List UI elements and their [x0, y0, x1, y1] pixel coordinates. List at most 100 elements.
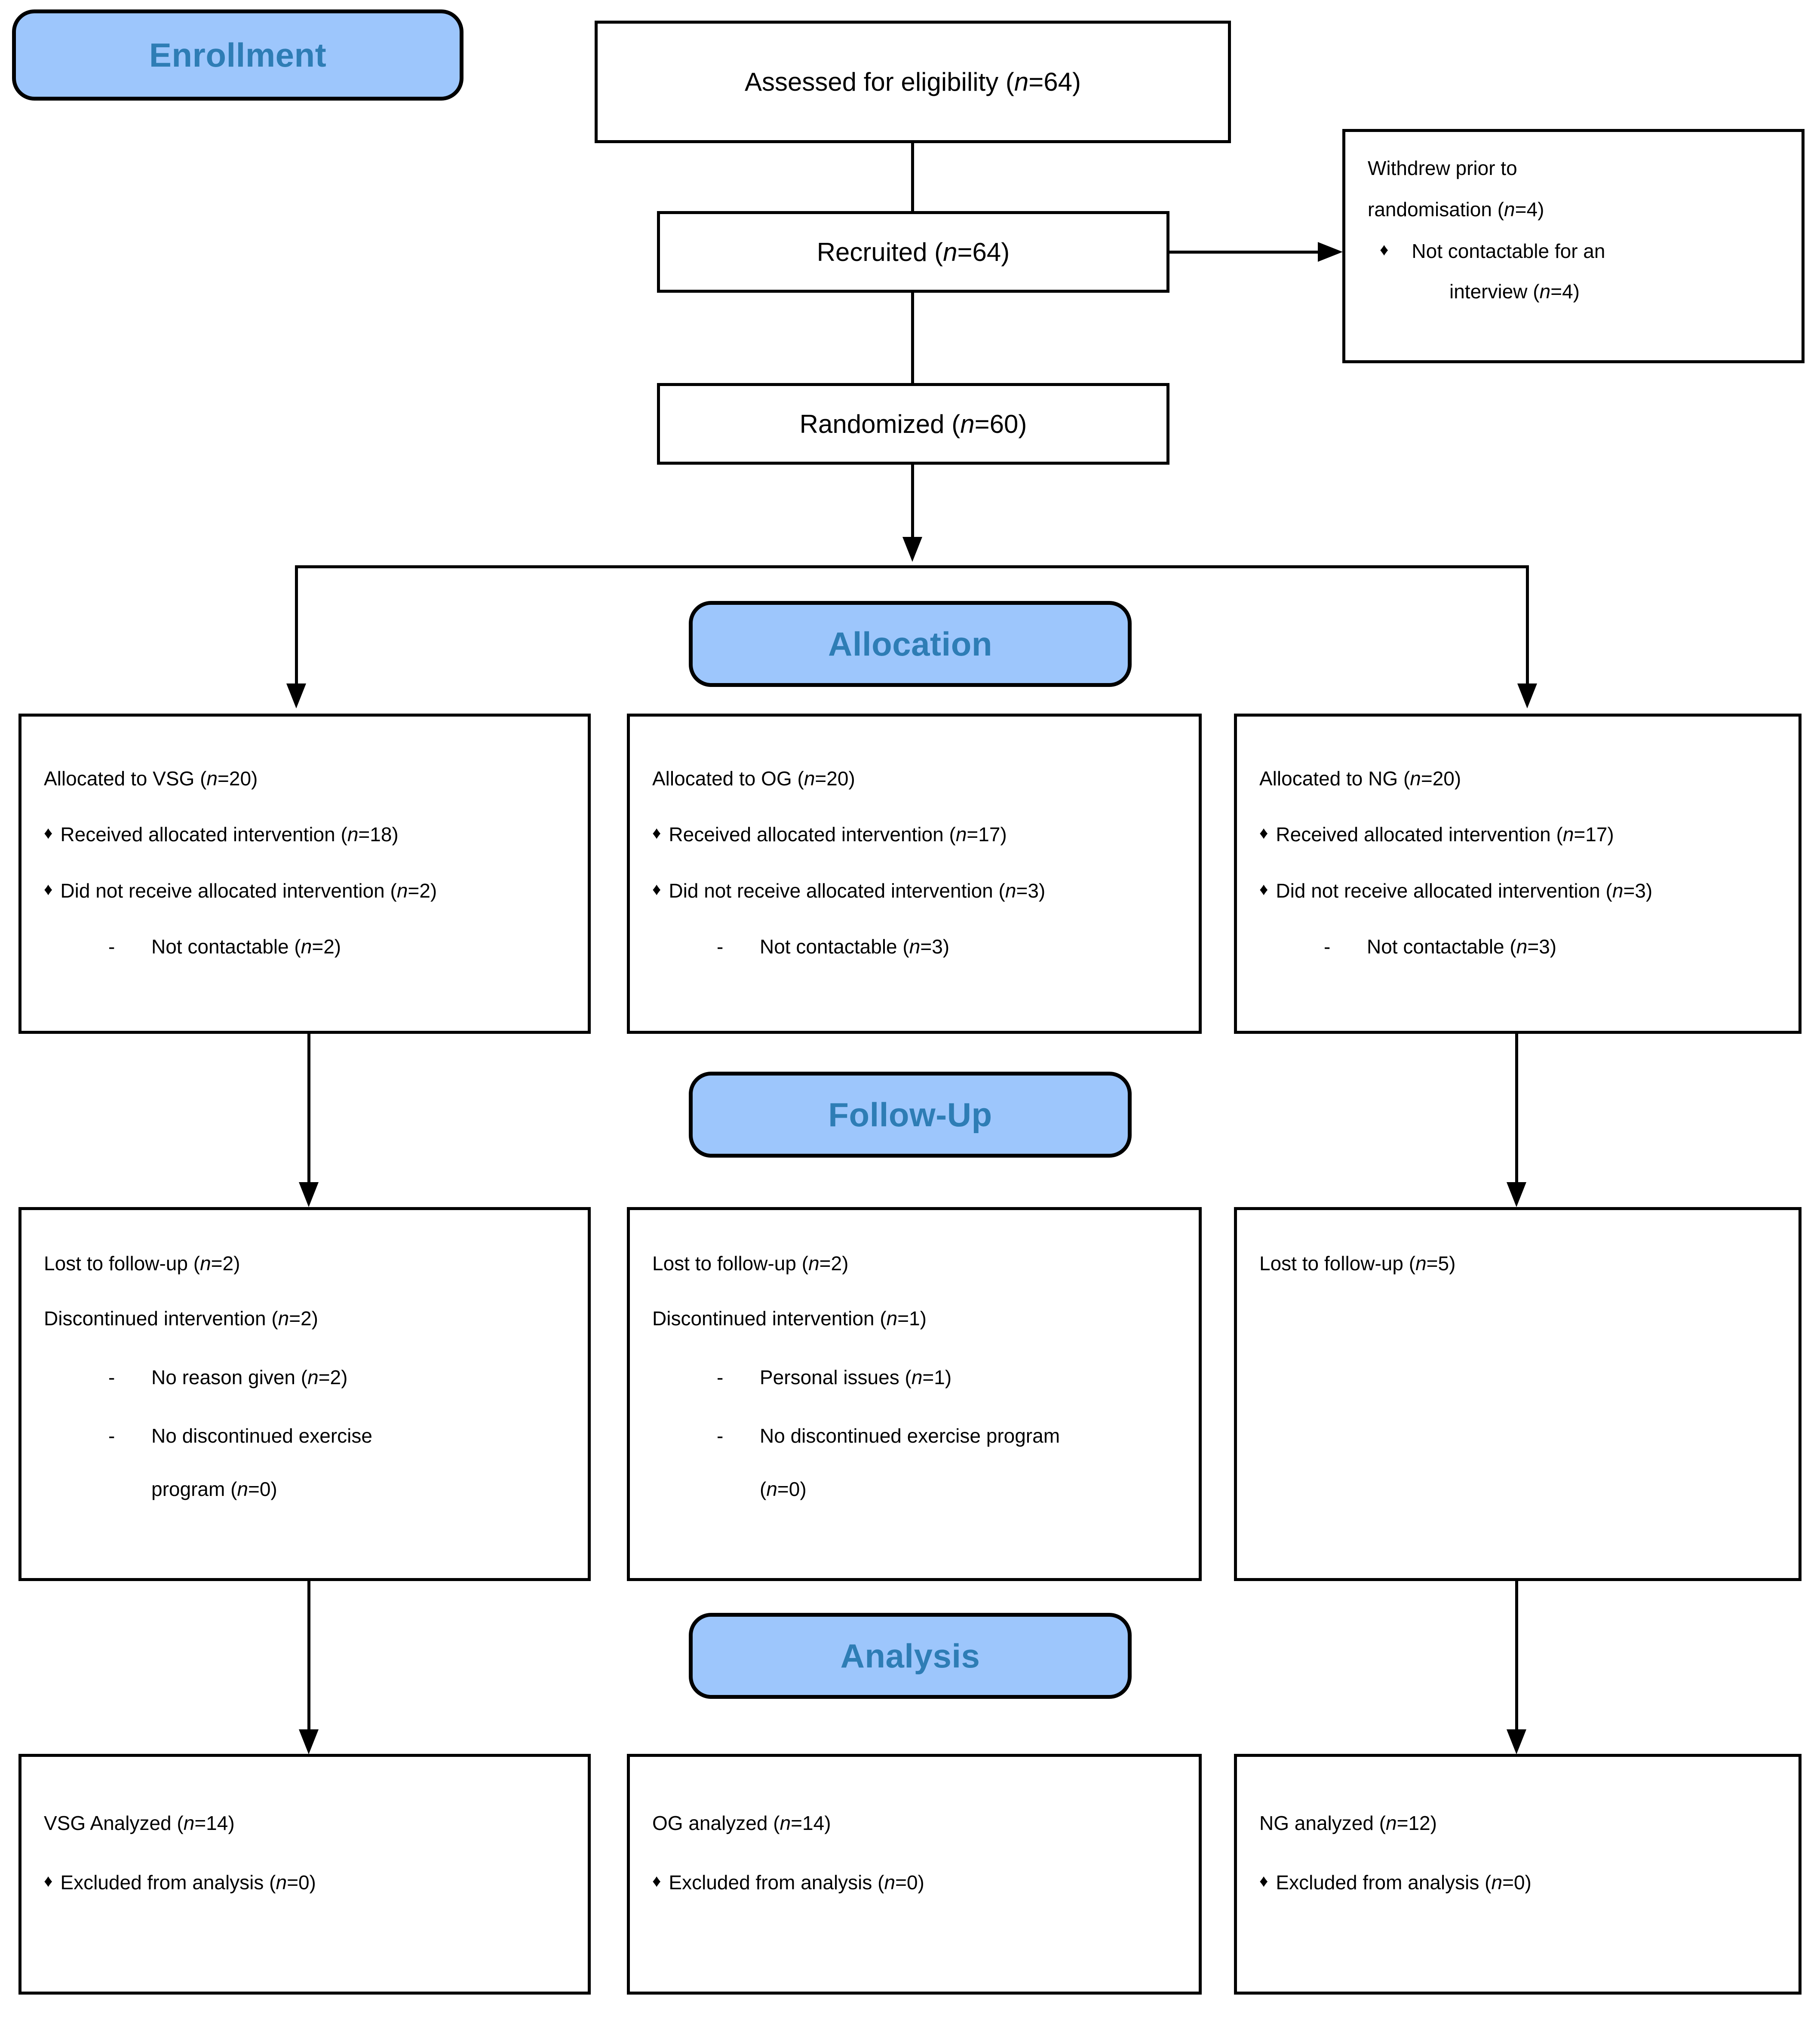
t: =0)	[777, 1478, 807, 1501]
italic-n-glyph: n	[884, 1871, 896, 1894]
dash-bullet-icon: -	[1324, 935, 1331, 958]
italic-n-glyph: n	[276, 1871, 287, 1894]
t: Lost to follow-up (	[1259, 1252, 1416, 1275]
italic-n-glyph: n	[1539, 280, 1551, 303]
t: =0)	[895, 1871, 924, 1894]
allocated-og-bullet-1-text: Received allocated intervention (n=17)	[669, 824, 1007, 845]
withdrew-bullet-1-cont-pre: interview (	[1449, 280, 1540, 303]
allocated-vsg-bullet-1: ♦ Received allocated intervention (n=18)	[44, 824, 571, 845]
allocated-ng-bullet-1: ♦ Received allocated intervention (n=17)	[1259, 824, 1781, 845]
stage-badge-followup: Follow-Up	[689, 1072, 1132, 1158]
t: =2)	[318, 1366, 348, 1388]
withdrew-line2-post: =4)	[1515, 198, 1544, 221]
italic-n-glyph: n	[1386, 1812, 1397, 1834]
analysis-og-bullet-1-text: Excluded from analysis (n=0)	[669, 1872, 924, 1893]
dash-bullet-icon: -	[717, 935, 724, 958]
t: Excluded from analysis (	[60, 1871, 276, 1894]
followup-og-dash-1: - Personal issues (n=1)	[652, 1367, 1182, 1388]
t: =18)	[358, 823, 399, 846]
italic-n-glyph: n	[808, 1252, 819, 1275]
t: No reason given (	[151, 1366, 308, 1388]
italic-n-glyph: n	[955, 823, 967, 846]
withdrew-line2-pre: randomisation (	[1368, 198, 1504, 221]
stage-badge-allocation: Allocation	[689, 601, 1132, 687]
italic-n-glyph: n	[1014, 67, 1029, 96]
t: =2)	[819, 1252, 849, 1275]
allocated-ng-title-pre: Allocated to NG (	[1259, 767, 1410, 790]
t: =2)	[312, 935, 341, 958]
t: =0)	[287, 1871, 316, 1894]
box-analysis-vsg: VSG Analyzed (n=14) ♦ Excluded from anal…	[18, 1754, 591, 1995]
withdrew-line1: Withdrew prior to	[1368, 157, 1517, 179]
allocated-ng-title: Allocated to NG (n=20)	[1259, 768, 1781, 789]
t: program (	[151, 1478, 237, 1501]
box-allocated-ng: Allocated to NG (n=20) ♦ Received alloca…	[1234, 714, 1802, 1034]
italic-n-glyph: n	[307, 1366, 319, 1388]
italic-n-glyph: n	[237, 1478, 248, 1501]
analysis-vsg-bullet-1: ♦ Excluded from analysis (n=0)	[44, 1872, 571, 1893]
t: Excluded from analysis (	[1276, 1871, 1492, 1894]
italic-n-glyph: n	[943, 237, 958, 267]
connector-ng-followup-to-analysis	[1515, 1581, 1518, 1729]
italic-n-glyph: n	[396, 879, 408, 902]
assessed-label-post: =64)	[1028, 67, 1081, 96]
t: =14)	[791, 1812, 831, 1834]
box-allocated-vsg: Allocated to VSG (n=20) ♦ Received alloc…	[18, 714, 591, 1034]
t: =17)	[1574, 823, 1614, 846]
arrowhead-ng-followup	[1507, 1182, 1526, 1207]
t: Lost to follow-up (	[652, 1252, 809, 1275]
t: =1)	[897, 1307, 927, 1330]
italic-n-glyph: n	[301, 935, 312, 958]
dash-bullet-icon: -	[108, 935, 115, 958]
followup-ng-lost: Lost to follow-up (n=5)	[1259, 1253, 1781, 1274]
t: Received allocated intervention (	[669, 823, 956, 846]
italic-n-glyph: n	[200, 1252, 211, 1275]
t: Received allocated intervention (	[60, 823, 347, 846]
italic-n-glyph: n	[804, 767, 815, 790]
allocated-vsg-title-post: =20)	[218, 767, 258, 790]
branch-left-vline	[295, 565, 298, 683]
t: =1)	[922, 1366, 952, 1388]
t: =0)	[248, 1478, 277, 1501]
stage-badge-analysis-label: Analysis	[840, 1637, 980, 1675]
italic-n-glyph: n	[911, 1366, 923, 1388]
t: Did not receive allocated intervention (	[669, 879, 1005, 902]
t: Discontinued intervention (	[44, 1307, 278, 1330]
t: Personal issues (	[760, 1366, 912, 1388]
analysis-vsg-title: VSG Analyzed (n=14)	[44, 1813, 571, 1833]
t: =3)	[1527, 935, 1557, 958]
diamond-bullet-icon: ♦	[1259, 1872, 1268, 1891]
allocated-ng-bullet-1-text: Received allocated intervention (n=17)	[1276, 824, 1614, 845]
followup-og-lost: Lost to follow-up (n=2)	[652, 1253, 1182, 1274]
italic-n-glyph: n	[780, 1812, 791, 1834]
box-recruited: Recruited (n=64)	[657, 211, 1169, 293]
assessed-label: Assessed for eligibility (n=64)	[745, 68, 1081, 95]
t: =5)	[1426, 1252, 1456, 1275]
withdrew-line2: randomisation (n=4)	[1368, 199, 1784, 220]
analysis-ng-bullet-1: ♦ Excluded from analysis (n=0)	[1259, 1872, 1781, 1893]
diamond-bullet-icon: ♦	[652, 824, 661, 843]
connector-vsg-alloc-to-followup	[307, 1034, 310, 1182]
dash-bullet-icon: -	[717, 1366, 724, 1388]
dash-bullet-icon: -	[108, 1424, 115, 1447]
t: =3)	[1623, 879, 1653, 902]
t: NG analyzed (	[1259, 1812, 1386, 1834]
t: =2)	[289, 1307, 318, 1330]
followup-og-discontinued: Discontinued intervention (n=1)	[652, 1308, 1182, 1329]
box-analysis-ng: NG analyzed (n=12) ♦ Excluded from analy…	[1234, 1754, 1802, 1995]
allocated-og-bullet-2-text: Did not receive allocated intervention (…	[669, 880, 1045, 901]
allocated-og-dash-1: - Not contactable (n=3)	[652, 936, 1182, 957]
withdrew-bullet-1-cont: interview (n=4)	[1368, 281, 1784, 302]
diamond-bullet-icon: ♦	[44, 880, 53, 899]
italic-n-glyph: n	[1516, 935, 1528, 958]
box-analysis-og: OG analyzed (n=14) ♦ Excluded from analy…	[627, 1754, 1202, 1995]
italic-n-glyph: n	[909, 935, 921, 958]
connector-ng-alloc-to-followup	[1515, 1034, 1518, 1182]
diamond-bullet-icon: ♦	[1259, 880, 1268, 899]
box-withdrew-prior-to-randomisation: Withdrew prior to randomisation (n=4) ♦ …	[1342, 129, 1805, 363]
stage-badge-allocation-label: Allocation	[828, 625, 992, 663]
followup-vsg-dash-1: - No reason given (n=2)	[44, 1367, 571, 1388]
followup-vsg-discontinued: Discontinued intervention (n=2)	[44, 1308, 571, 1329]
box-randomized: Randomized (n=60)	[657, 383, 1169, 465]
italic-n-glyph: n	[278, 1307, 289, 1330]
